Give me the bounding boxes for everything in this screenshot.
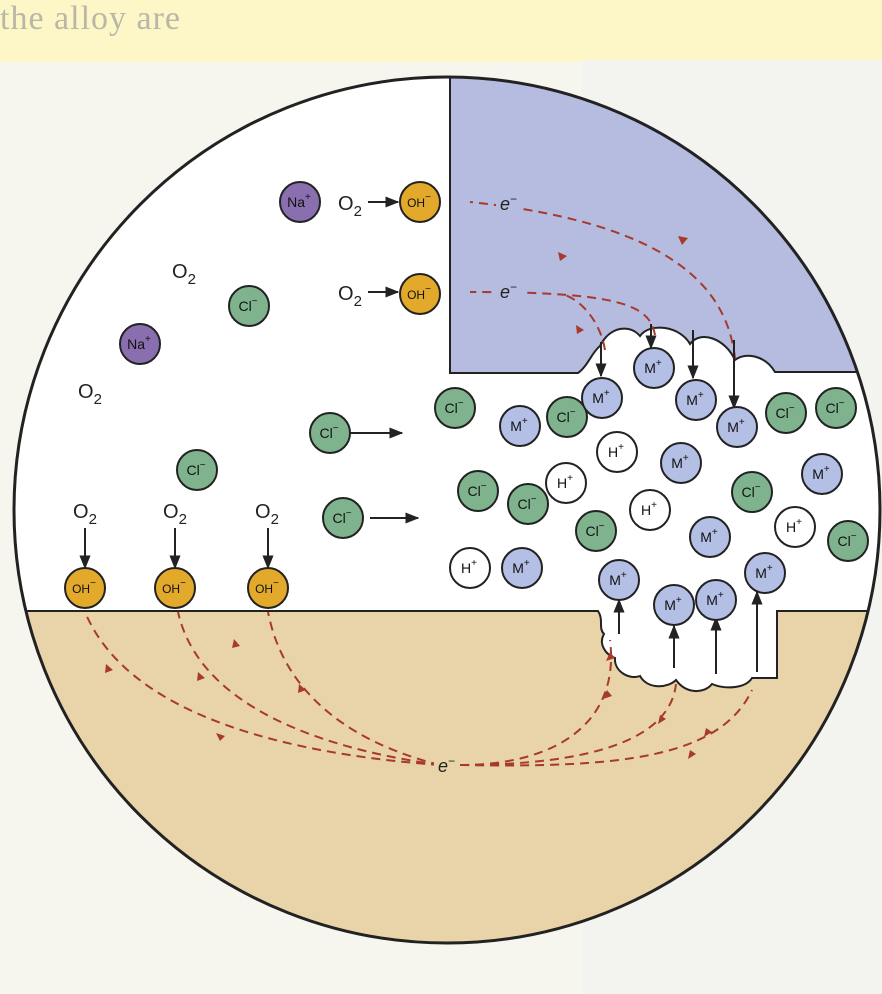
hydroxide-ion: OH−	[155, 568, 195, 608]
chloride-ion: Cl−	[828, 521, 868, 561]
hydrogen-ion: H+	[597, 432, 637, 472]
chloride-ion: Cl−	[435, 388, 475, 428]
metal-ion: M+	[582, 378, 622, 418]
metal-ion: M+	[690, 517, 730, 557]
chloride-ion: Cl−	[508, 484, 548, 524]
metal-ion: M+	[599, 560, 639, 600]
hydroxide-ion: OH−	[400, 274, 440, 314]
hydrogen-ion: H+	[450, 548, 490, 588]
metal-ion: M+	[634, 348, 674, 388]
chloride-ion: Cl−	[766, 393, 806, 433]
chloride-ion: Cl−	[816, 388, 856, 428]
sodium-ion: Na+	[280, 182, 320, 222]
chloride-ion: Cl−	[732, 472, 772, 512]
chloride-ion: Cl−	[177, 450, 217, 490]
hydrogen-ion: H+	[630, 490, 670, 530]
chloride-ion: Cl−	[458, 471, 498, 511]
hydroxide-ion: OH−	[248, 568, 288, 608]
chloride-ion: Cl−	[229, 286, 269, 326]
hydroxide-ion: OH−	[400, 182, 440, 222]
chloride-ion: Cl−	[547, 397, 587, 437]
sodium-ion: Na+	[120, 324, 160, 364]
passive-film-block	[450, 60, 882, 373]
metal-ion: M+	[676, 380, 716, 420]
metal-ion: M+	[745, 553, 785, 593]
metal-ion: M+	[502, 548, 542, 588]
chloride-ion: Cl−	[310, 413, 350, 453]
hydroxide-ion: OH−	[65, 568, 105, 608]
metal-ion: M+	[717, 407, 757, 447]
chloride-ion: Cl−	[323, 498, 363, 538]
metal-ion: M+	[802, 454, 842, 494]
hydrogen-ion: H+	[775, 507, 815, 547]
metal-ion: M+	[500, 406, 540, 446]
hydrogen-ion: H+	[546, 463, 586, 503]
metal-ion: M+	[654, 585, 694, 625]
metal-ion: M+	[661, 443, 701, 483]
metal-ion: M+	[696, 580, 736, 620]
chloride-ion: Cl−	[576, 511, 616, 551]
